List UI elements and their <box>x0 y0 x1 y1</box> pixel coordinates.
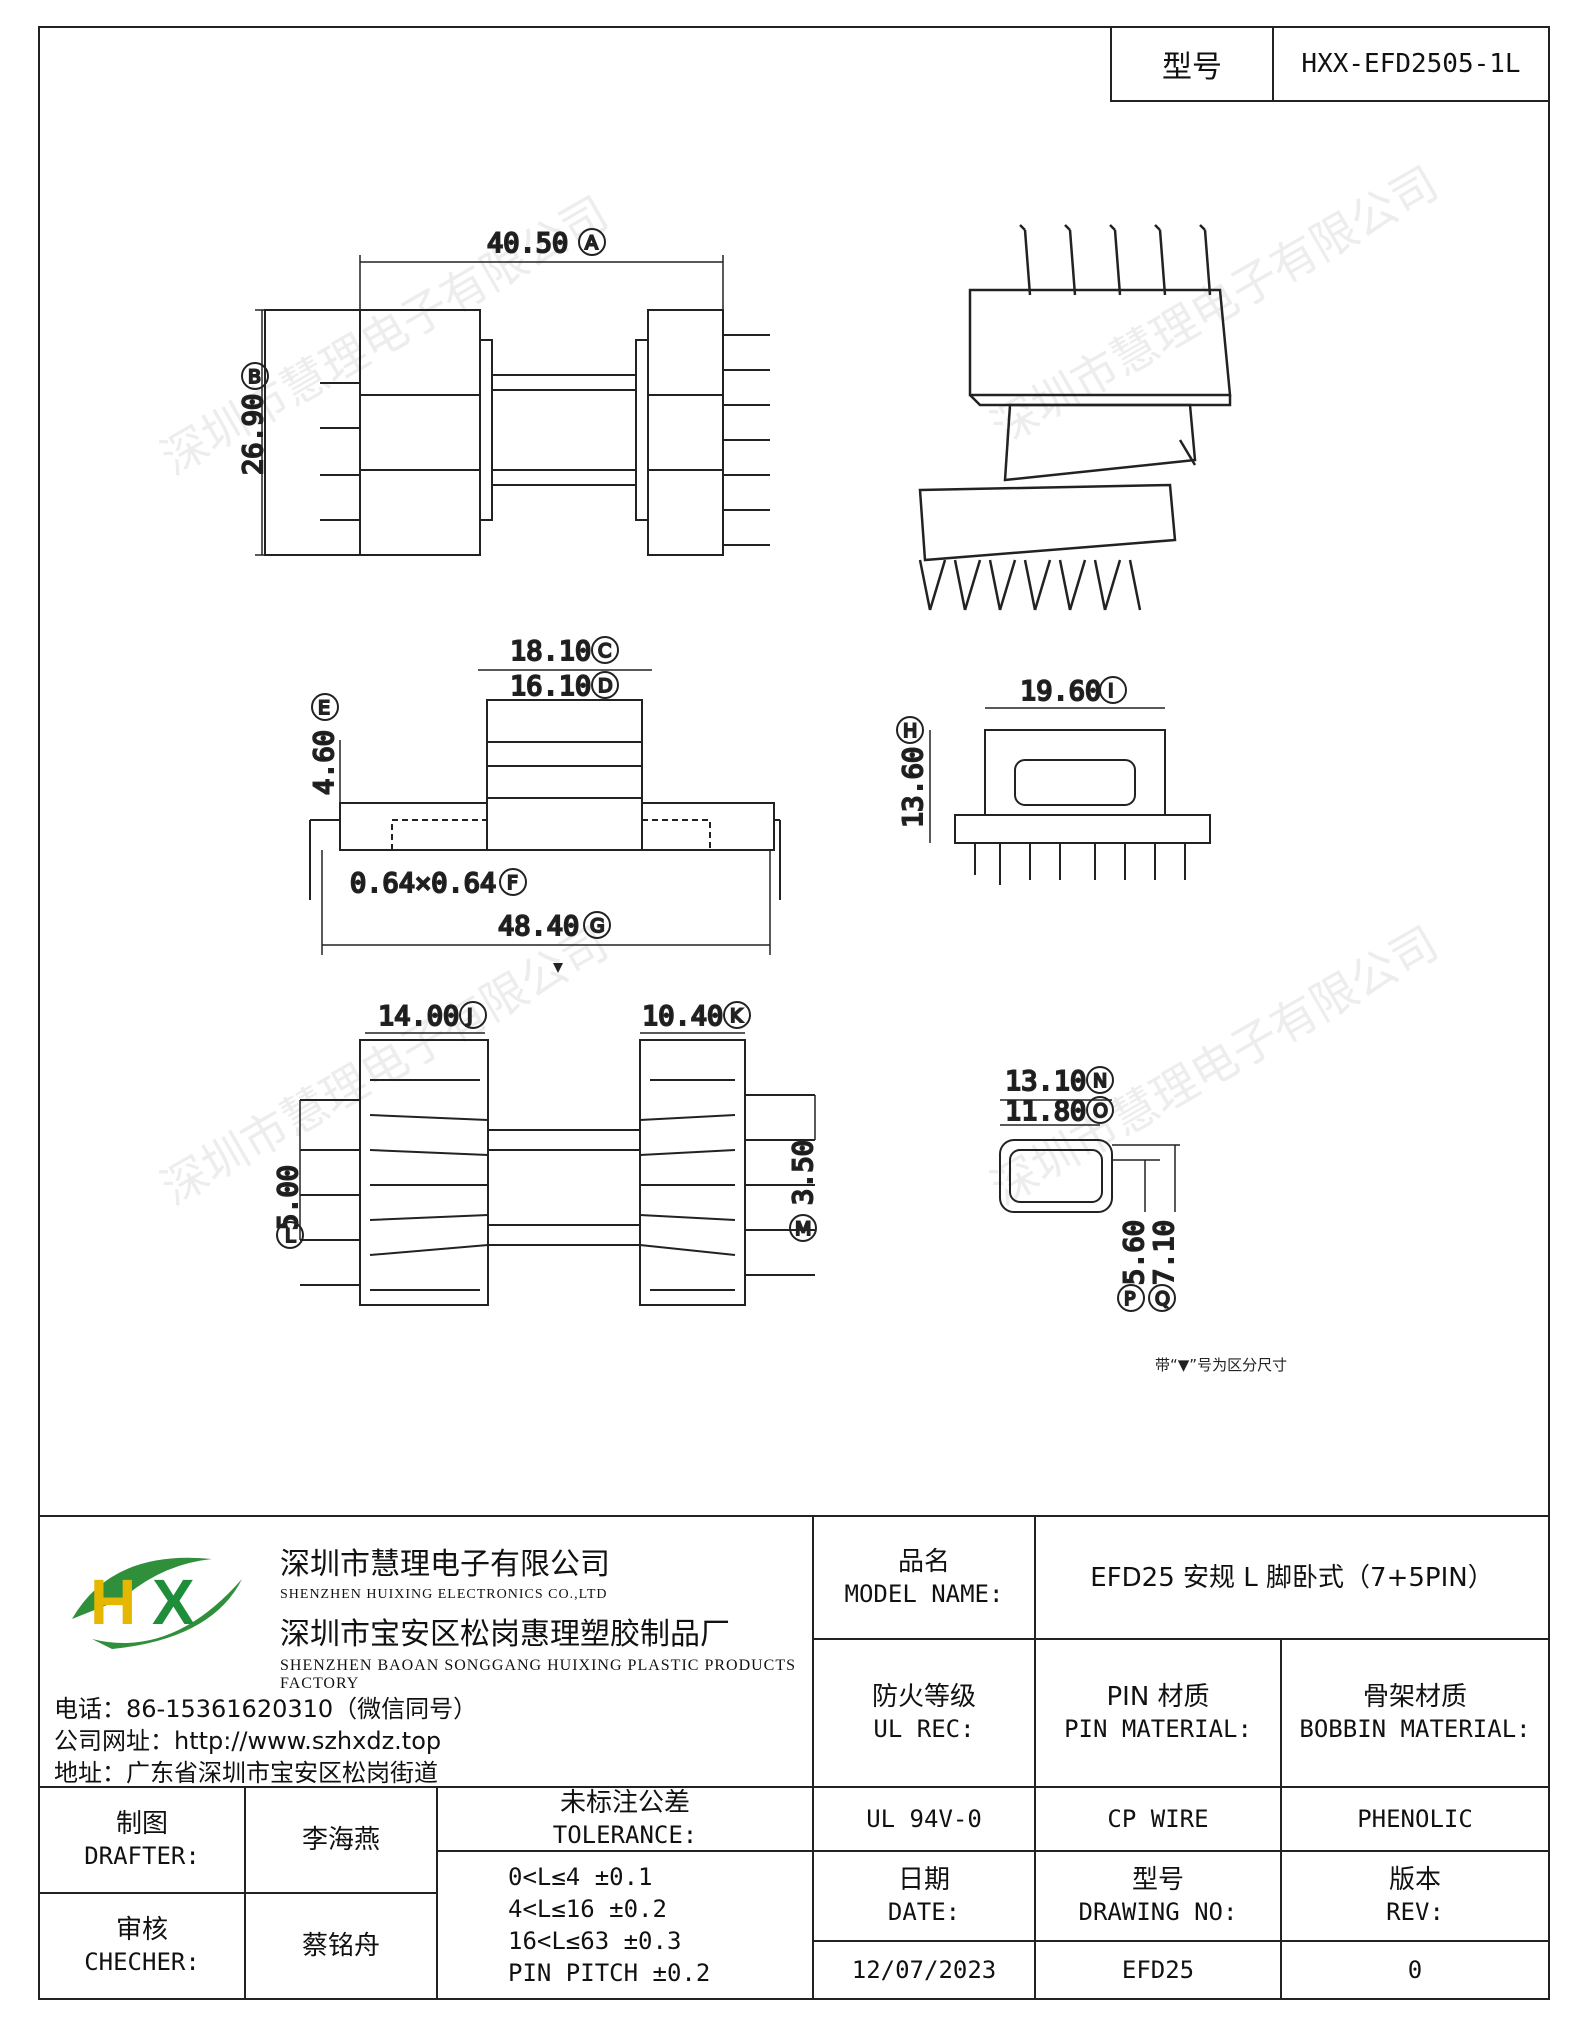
dim-a-letter: A <box>585 232 598 254</box>
section-view <box>999 1099 1180 1213</box>
isometric-view <box>918 224 1232 611</box>
bobbin-material-label: 骨架材质 BOBBIN MATERIAL: <box>1280 1638 1550 1788</box>
dim-p-letter: P <box>1124 1288 1135 1310</box>
dim-j-letter: J <box>466 1005 473 1027</box>
dimension-note: 带“▼”号为区分尺寸 <box>1155 1356 1288 1374</box>
model-name-value: EFD25 安规 L 脚卧式（7+5PIN） <box>1034 1515 1550 1640</box>
dim-f-value: 0.64×0.64 <box>350 868 496 899</box>
pin-material-label: PIN 材质 PIN MATERIAL: <box>1034 1638 1282 1788</box>
drawing-no-label: 型号 DRAWING NO: <box>1034 1850 1282 1942</box>
drawing-no-value: EFD25 <box>1034 1940 1282 2000</box>
rev-label: 版本 REV: <box>1280 1850 1550 1942</box>
dim-n-value: 13.10 <box>1005 1066 1086 1097</box>
dim-e-value: 4.60 <box>309 730 340 795</box>
dim-j-value: 14.00 <box>378 1001 459 1032</box>
svg-text:H: H <box>90 1566 136 1638</box>
dim-h-letter: H <box>903 720 917 742</box>
dim-d-letter: D <box>598 675 613 697</box>
company-name-en: SHENZHEN HUIXING ELECTRONICS CO.,LTD <box>280 1587 608 1602</box>
front-view <box>309 669 781 973</box>
tolerance-table: 0<L≤4 ±0.1 4<L≤16 ±0.2 16<L≤63 ±0.3 PIN … <box>436 1850 814 2000</box>
dim-n-letter: N <box>1093 1070 1107 1092</box>
dim-k-value: 10.40 <box>642 1001 723 1032</box>
dim-f-letter: F <box>507 872 518 894</box>
svg-text:X: X <box>152 1566 195 1638</box>
dim-q-letter: Q <box>1155 1288 1170 1310</box>
drafter-value: 李海燕 <box>244 1786 438 1894</box>
dim-i-value: 19.60 <box>1020 676 1101 707</box>
factory-name-en: SHENZHEN BAOAN SONGGANG HUIXING PLASTIC … <box>280 1657 797 1692</box>
dim-o-value: 11.80 <box>1005 1096 1086 1127</box>
checker-label: 审核 CHECHER: <box>38 1892 246 2000</box>
dim-b-value: 26.90 <box>238 394 269 475</box>
ul-value: UL 94V-0 <box>812 1786 1036 1852</box>
dim-q-value: 7.10 <box>1149 1220 1180 1285</box>
rev-value: 0 <box>1280 1940 1550 2000</box>
dim-a-value: 40.50 <box>487 228 568 259</box>
side-view <box>929 707 1211 885</box>
dim-g-value: 48.40 <box>498 911 579 942</box>
top-view <box>255 255 770 556</box>
pin-material-value: CP WIRE <box>1034 1786 1282 1852</box>
date-value: 12/07/2023 <box>812 1940 1036 2000</box>
dim-i-letter: I <box>1108 680 1114 702</box>
factory-name-cn: 深圳市宝安区松岗惠理塑胶制品厂 <box>280 1617 730 1652</box>
checker-value: 蔡铭舟 <box>244 1892 438 2000</box>
dim-m-value: 3.50 <box>788 1140 819 1205</box>
model-value: HXX-EFD2505-1L <box>1301 49 1521 79</box>
dim-l-value: 5.00 <box>273 1165 304 1230</box>
dim-p-value: 5.60 <box>1119 1220 1150 1285</box>
bottom-view <box>299 1032 816 1306</box>
company-website: 公司网址：http://www.szhxdz.top <box>54 1727 442 1755</box>
company-phone: 电话：86-15361620310（微信同号） <box>54 1695 478 1723</box>
dim-d-value: 16.10 <box>510 671 591 702</box>
dim-g-letter: G <box>590 915 605 937</box>
dim-c-letter: C <box>598 640 611 662</box>
dim-m-letter: M <box>795 1218 811 1240</box>
dim-e-letter: E <box>318 697 330 719</box>
dim-h-value: 13.60 <box>898 747 929 828</box>
drafter-label: 制图 DRAFTER: <box>38 1786 246 1894</box>
date-label: 日期 DATE: <box>812 1850 1036 1942</box>
tolerance-label: 未标注公差 TOLERANCE: <box>436 1786 814 1852</box>
company-address: 地址：广东省深圳市宝安区松岗街道 <box>54 1759 438 1787</box>
company-logo: H X <box>72 1557 242 1649</box>
model-label: 型号 <box>1112 28 1274 100</box>
dim-b-letter: B <box>248 366 261 388</box>
bobbin-material-value: PHENOLIC <box>1280 1786 1550 1852</box>
model-number-box: 型号 HXX-EFD2505-1L <box>1110 26 1550 102</box>
dim-o-letter: O <box>1093 1100 1108 1122</box>
dim-k-letter: K <box>730 1005 743 1027</box>
company-info: H X 深圳市慧理电子有限公司 SHENZHEN HUIXING ELECTRO… <box>38 1515 814 1788</box>
company-name-cn: 深圳市慧理电子有限公司 <box>280 1547 610 1582</box>
technical-drawing: 40.50 A 26.90 B 18.10 C 16.10 D 4.60 E 0… <box>237 224 1232 1312</box>
ul-rec-label: 防火等级 UL REC: <box>812 1638 1036 1788</box>
model-name-label: 品名 MODEL NAME: <box>812 1515 1036 1640</box>
dim-l-letter: L <box>285 1225 296 1247</box>
dim-c-value: 18.10 <box>510 636 591 667</box>
